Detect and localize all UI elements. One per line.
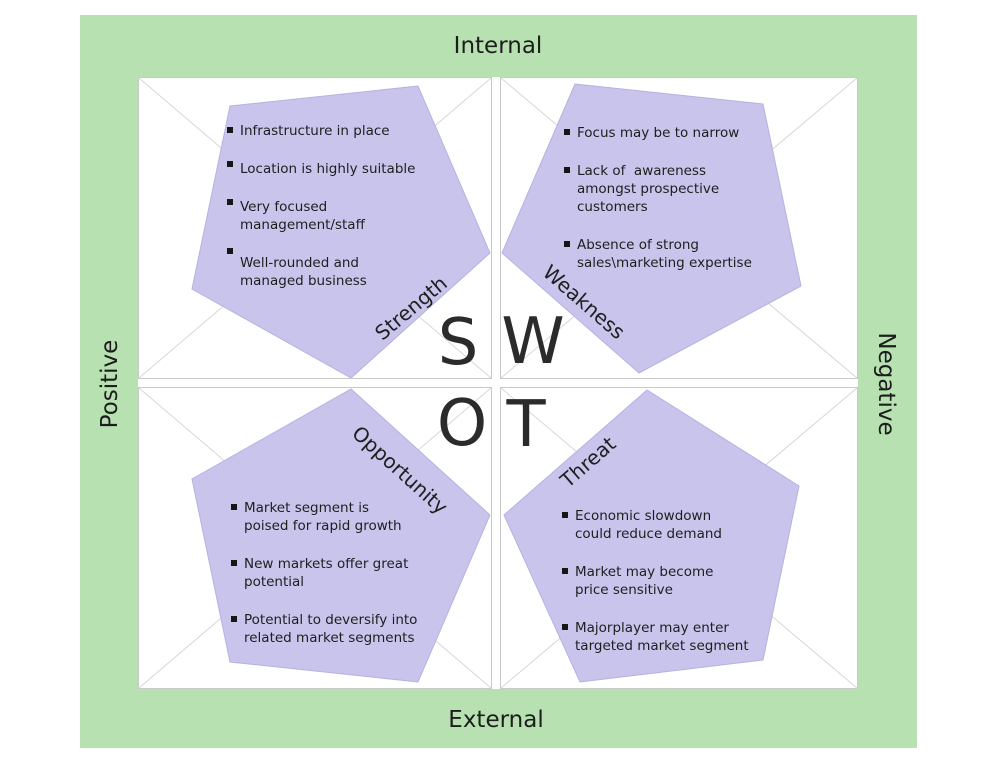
center-letter-s: S: [437, 306, 479, 380]
list-item: Focus may be to narrow: [564, 124, 820, 142]
quadrant-strength-graphics: [139, 78, 491, 378]
list-item-line: targeted market segment: [575, 638, 749, 654]
list-item: Infrastructure in place: [227, 122, 483, 140]
threat-list: Economic slowdown could reduce demand Ma…: [562, 507, 822, 675]
bullet-square-icon: [231, 616, 237, 622]
bullet-square-icon: [564, 241, 570, 247]
list-item-line: Majorplayer may enter: [575, 620, 729, 636]
list-item-line: Infrastructure in place: [240, 123, 390, 139]
list-item: Potential to deversify into related mark…: [231, 611, 487, 647]
pentagon-threat: [503, 389, 800, 683]
list-item-line: Lack of awareness: [577, 163, 706, 179]
bullet-square-icon: [231, 560, 237, 566]
list-item-line: Economic slowdown: [575, 508, 712, 524]
quadrant-weakness-graphics: [501, 78, 857, 378]
axis-label-positive: Positive: [97, 339, 123, 429]
list-item: Lack of awareness amongst prospective cu…: [564, 162, 820, 216]
list-item-line: New markets offer great: [244, 556, 409, 572]
list-item: Market may become price sensitive: [562, 563, 822, 599]
list-item: Well-rounded and managed business: [227, 248, 483, 290]
opportunity-list: Market segment is poised for rapid growt…: [231, 499, 487, 667]
quadrant-opportunity: Market segment is poised for rapid growt…: [138, 387, 492, 689]
bullet-square-icon: [562, 512, 568, 518]
pentagon-strength: [191, 85, 491, 378]
list-item-line: Very focused: [240, 199, 328, 215]
list-item: New markets offer great potential: [231, 555, 487, 591]
list-item-line: Market may become: [575, 564, 714, 580]
list-item-line: could reduce demand: [575, 526, 722, 542]
bullet-square-icon: [227, 199, 233, 205]
bullet-square-icon: [227, 248, 233, 254]
list-item: Location is highly suitable: [227, 160, 483, 178]
bullet-square-icon: [227, 161, 233, 167]
axis-label-external: External: [448, 707, 544, 733]
axis-label-internal: Internal: [453, 33, 543, 59]
center-letter-w: W: [501, 305, 565, 379]
list-item-line: potential: [244, 574, 305, 590]
list-item-line: sales\marketing expertise: [577, 255, 752, 271]
list-item-line: Absence of strong: [577, 237, 699, 253]
list-item-line: related market segments: [244, 630, 415, 646]
list-item-line: price sensitive: [575, 582, 673, 598]
list-item-line: Market segment is: [244, 500, 369, 516]
list-item-line: managed business: [240, 273, 367, 289]
list-item-line: Focus may be to narrow: [577, 125, 740, 141]
bullet-square-icon: [562, 624, 568, 630]
weakness-list: Focus may be to narrow Lack of awareness…: [564, 124, 820, 292]
pentagon-opportunity: [191, 388, 491, 683]
quadrant-opportunity-graphics: [139, 388, 491, 688]
bullet-square-icon: [562, 568, 568, 574]
list-item-line: Potential to deversify into: [244, 612, 418, 628]
bullet-square-icon: [231, 504, 237, 510]
list-item: Very focused management/staff: [227, 198, 483, 234]
quadrant-threat-graphics: [501, 388, 857, 688]
center-letter-o: O: [436, 387, 488, 461]
list-item: Absence of strong sales\marketing expert…: [564, 236, 820, 272]
list-item-line: amongst prospective: [577, 181, 720, 197]
pentagon-weakness: [501, 83, 802, 374]
list-item: Market segment is poised for rapid growt…: [231, 499, 487, 535]
axis-label-negative: Negative: [873, 332, 899, 436]
bullet-square-icon: [227, 127, 233, 133]
list-item-line: customers: [577, 199, 648, 215]
bullet-square-icon: [564, 167, 570, 173]
center-letter-t: T: [506, 388, 546, 462]
quadrant-strength: Infrastructure in place Location is high…: [138, 77, 492, 379]
quadrant-weakness: Focus may be to narrow Lack of awareness…: [500, 77, 858, 379]
quadrant-threat: Economic slowdown could reduce demand Ma…: [500, 387, 858, 689]
list-item-line: poised for rapid growth: [244, 518, 402, 534]
list-item-line: management/staff: [240, 217, 365, 233]
list-item-line: Well-rounded and: [240, 255, 359, 271]
bullet-square-icon: [564, 129, 570, 135]
swot-matrix: Infrastructure in place Location is high…: [138, 77, 858, 689]
strength-list: Infrastructure in place Location is high…: [227, 122, 483, 310]
list-item: Majorplayer may enter targeted market se…: [562, 619, 822, 655]
list-item: Economic slowdown could reduce demand: [562, 507, 822, 543]
list-item-line: Location is highly suitable: [240, 161, 416, 177]
